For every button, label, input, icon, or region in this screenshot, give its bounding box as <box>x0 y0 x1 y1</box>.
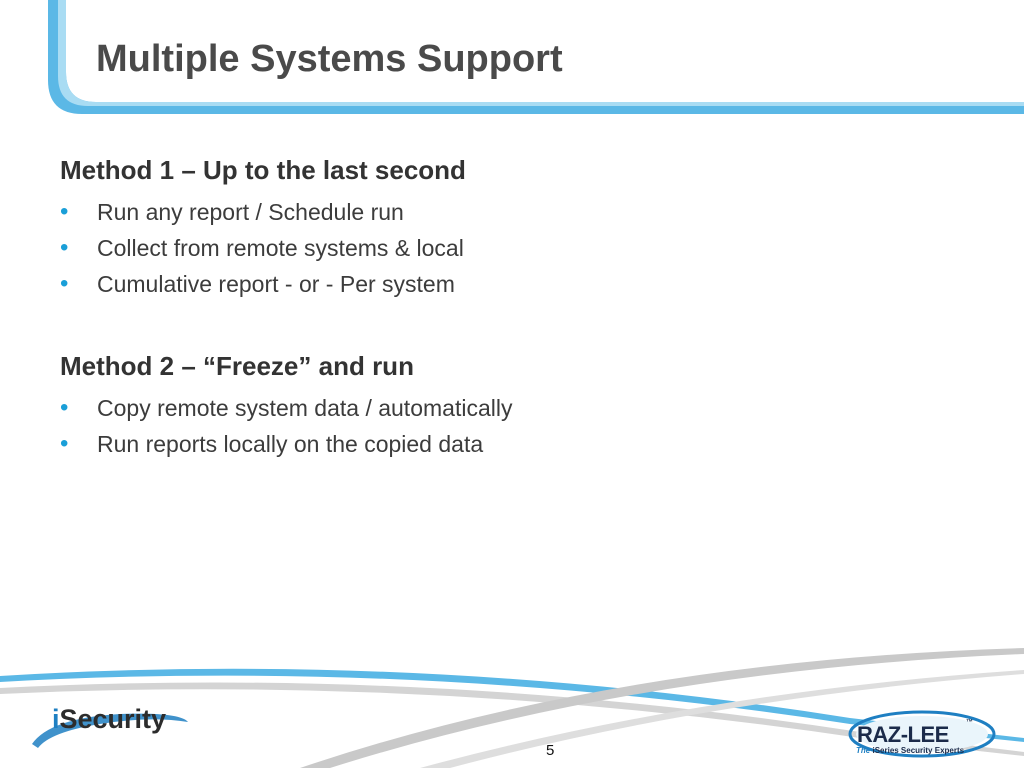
razlee-logo: RAZ-LEE <box>857 722 949 747</box>
list-item: • Run reports locally on the copied data <box>60 426 960 462</box>
razlee-tagline-prefix: The <box>856 746 871 755</box>
razlee-logo-swoosh <box>848 710 996 758</box>
razlee-tagline-text: iSeries Security Experts <box>872 746 965 755</box>
bullet-list: • Run any report / Schedule run • Collec… <box>60 194 960 302</box>
method-heading: Method 1 – Up to the last second <box>60 155 466 185</box>
bullet-list: • Copy remote system data / automaticall… <box>60 390 960 462</box>
bullet-icon: • <box>60 198 69 225</box>
list-item: • Run any report / Schedule run <box>60 194 960 230</box>
page-number: 5 <box>546 742 555 759</box>
bullet-icon: • <box>60 394 69 421</box>
list-item: • Cumulative report - or - Per system <box>60 266 960 302</box>
header-frame <box>48 0 1024 114</box>
bullet-icon: • <box>60 430 69 457</box>
list-item: • Copy remote system data / automaticall… <box>60 390 960 426</box>
bullet-text: Run any report / Schedule run <box>97 199 404 225</box>
method-heading: Method 2 – “Freeze” and run <box>60 351 414 381</box>
footer-swoosh <box>0 648 1024 768</box>
razlee-trademark: ™ <box>966 719 973 726</box>
isecurity-logo: iSecurity <box>52 704 166 735</box>
razlee-tagline: The iSeries Security Experts <box>856 746 964 755</box>
bullet-text: Run reports locally on the copied data <box>97 431 484 457</box>
isecurity-logo-name: Security <box>59 704 167 734</box>
method-2-block: Method 2 – “Freeze” and run • Copy remot… <box>60 348 960 462</box>
list-item: • Collect from remote systems & local <box>60 230 960 266</box>
page-title: Multiple Systems Support <box>96 38 563 80</box>
isecurity-logo-prefix: i <box>52 704 60 734</box>
bullet-text: Copy remote system data / automatically <box>97 395 513 421</box>
method-1-block: Method 1 – Up to the last second • Run a… <box>60 152 960 302</box>
isecurity-logo-swoosh <box>32 713 188 748</box>
bullet-icon: • <box>60 234 69 261</box>
slide-content: Method 1 – Up to the last second • Run a… <box>60 152 960 462</box>
bullet-text: Collect from remote systems & local <box>97 235 464 261</box>
bullet-text: Cumulative report - or - Per system <box>97 271 455 297</box>
bullet-icon: • <box>60 270 69 297</box>
